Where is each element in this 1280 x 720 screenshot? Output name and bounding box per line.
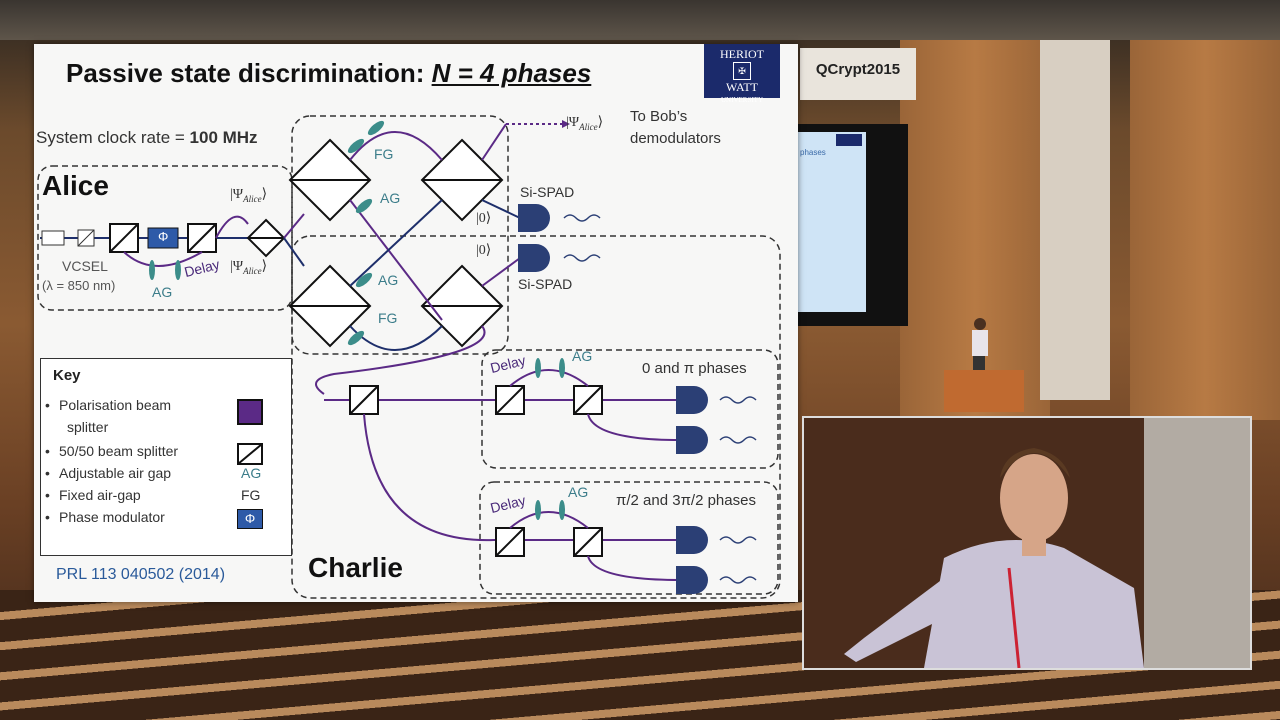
psi-alice-lower: |ΨAlice⟩	[230, 259, 268, 276]
si-spad-label-1: Si-SPAD	[520, 184, 575, 200]
attenuator-line	[77, 229, 95, 247]
phases-pi2-label: π/2 and 3π/2 phases	[616, 492, 756, 509]
phase-0-pi-region	[481, 349, 779, 469]
psi-alice-out: |ΨAlice⟩	[566, 115, 604, 132]
ag-label-charlie-1: AG	[572, 348, 593, 364]
fixed-gap-icon	[347, 138, 365, 154]
air-gap-icon	[559, 358, 565, 378]
charlie-label: Charlie	[308, 552, 403, 583]
side-projection-screen: phases	[798, 124, 908, 326]
air-gap-icon	[175, 260, 181, 280]
pm-symbol: Φ	[237, 509, 263, 529]
psi-alice-upper: |ΨAlice⟩	[230, 187, 268, 204]
side-screen-text: phases	[800, 148, 826, 157]
air-gap-icon	[535, 358, 541, 378]
slide-title-prefix: Passive state discrimination:	[66, 58, 432, 88]
si-spad-detector-2	[518, 244, 550, 272]
wall-pillar	[1040, 40, 1110, 400]
speaker-figure	[804, 418, 1250, 668]
podium	[944, 370, 1024, 412]
ceiling	[0, 0, 1280, 40]
phi-label: Φ	[158, 229, 169, 244]
air-gap-icon	[355, 272, 373, 288]
fg-label-lower: FG	[378, 310, 398, 326]
key-item-pbs: •Polarisation beam	[45, 397, 172, 413]
slide-title: Passive state discrimination: N = 4 phas…	[66, 58, 591, 89]
ag-label: AG	[152, 284, 173, 300]
alice-label: Alice	[42, 170, 109, 201]
presentation-slide: Passive state discrimination: N = 4 phas…	[34, 44, 798, 602]
pbs-symbol	[237, 399, 263, 425]
wavelength-label: (λ = 850 nm)	[42, 278, 116, 293]
wall-panel	[1130, 40, 1280, 420]
si-spad-label-2: Si-SPAD	[518, 276, 573, 292]
side-screen-logo	[836, 134, 862, 146]
key-title: Key	[53, 367, 81, 384]
detector-0	[676, 386, 708, 414]
slide-title-emphasis: N = 4 phases	[431, 58, 592, 88]
logo-line-1: HERIOT	[720, 47, 764, 61]
conference-banner-text: QCrypt2015	[815, 61, 901, 78]
optical-setup-diagram	[37, 115, 781, 599]
phases-0-pi-label: 0 and π phases	[642, 360, 747, 377]
to-bob-line-2: demodulators	[630, 130, 721, 147]
ag-label-upper: AG	[380, 190, 401, 206]
air-gap-icon	[559, 500, 565, 520]
delay-line	[123, 251, 203, 267]
zero-ket-lower: |0⟩	[476, 243, 492, 258]
phase-modulator	[147, 227, 179, 249]
citation: PRL 113 040502 (2014)	[56, 566, 226, 583]
air-gap-icon	[149, 260, 155, 280]
fg-symbol: FG	[241, 487, 261, 503]
clock-rate-text: System clock rate = 100 MHz	[36, 128, 258, 148]
crest-icon: ✠	[733, 62, 751, 80]
ag-symbol: AG	[241, 465, 262, 481]
logo-line-2: WATT	[726, 80, 758, 94]
distant-speaker	[972, 318, 988, 376]
logo-line-3: UNIVERSITY	[721, 96, 763, 104]
zero-ket-upper: |0⟩	[476, 211, 492, 226]
detector-pi2	[676, 526, 708, 554]
phase-pi2-region	[479, 481, 779, 595]
speaker-video-inset	[802, 416, 1252, 670]
side-screen-slide: phases	[798, 132, 866, 312]
university-logo: HERIOT ✠ WATT UNIVERSITY	[704, 44, 780, 104]
si-spad-detector-1	[518, 204, 550, 232]
bs-symbol	[237, 443, 263, 465]
ag-label-lower: AG	[378, 272, 399, 288]
key-item-fg: •Fixed air-gap	[45, 487, 141, 503]
to-bob-line-1: To Bob’s	[630, 108, 688, 125]
interferometer-region	[291, 115, 509, 355]
ag-label-charlie-2: AG	[568, 484, 589, 500]
air-gap-icon	[355, 198, 373, 214]
fg-label-upper: FG	[374, 146, 394, 162]
conference-banner: QCrypt2015	[800, 48, 916, 100]
vcsel-label: VCSEL	[62, 258, 108, 274]
clock-rate-label: System clock rate =	[36, 128, 190, 147]
key-item-ag: •Adjustable air gap	[45, 465, 172, 481]
fixed-gap-icon	[367, 120, 385, 136]
key-item-pbs-cont: splitter	[67, 419, 109, 435]
fixed-gap-icon	[347, 330, 365, 346]
clock-rate-value: 100 MHz	[189, 128, 258, 147]
detector-3pi2	[676, 566, 708, 594]
vcsel-source	[41, 230, 65, 246]
key-item-bs: •50/50 beam splitter	[45, 443, 179, 459]
key-item-pm: •Phase modulator	[45, 509, 165, 525]
detector-pi	[676, 426, 708, 454]
charlie-region	[291, 235, 781, 599]
air-gap-icon	[535, 500, 541, 520]
legend-key: Key •Polarisation beam splitter •50/50 b…	[40, 358, 292, 556]
